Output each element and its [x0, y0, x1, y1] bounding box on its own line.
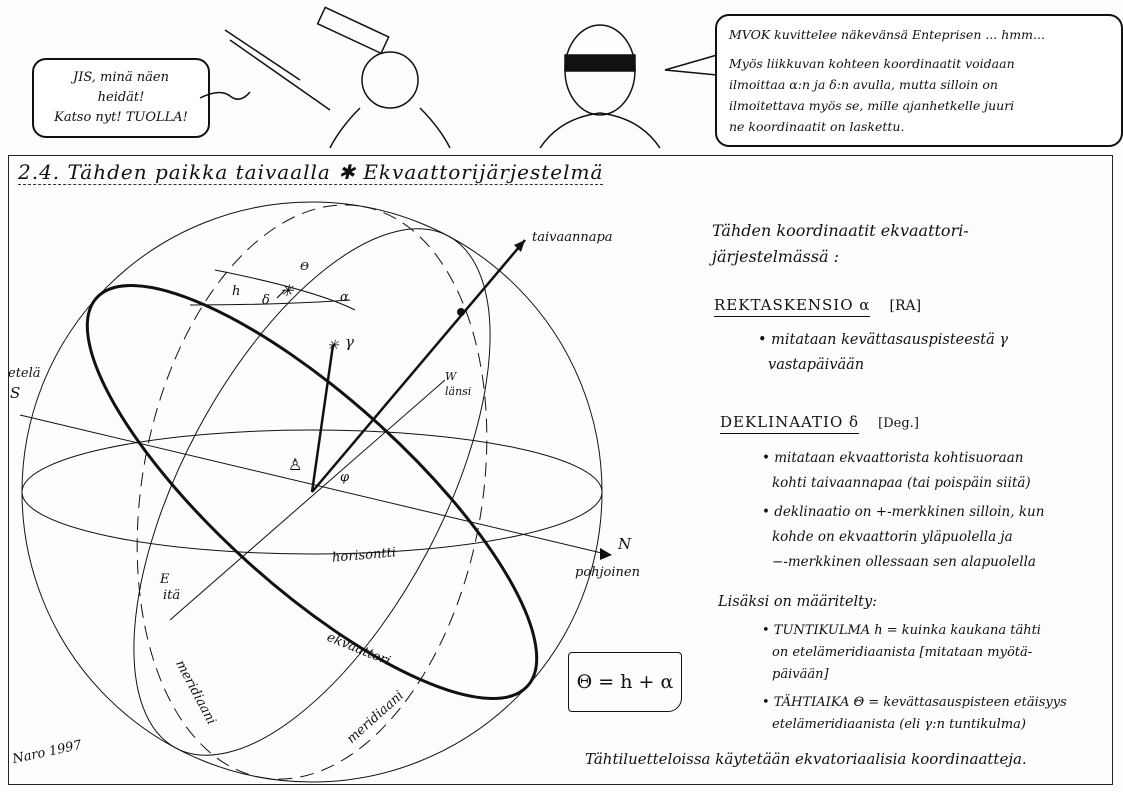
equator-ellipse — [85, 284, 539, 700]
dec-bullet: • deklinaatio on +-merkkinen silloin, ku… — [762, 504, 1045, 520]
observer-icon: ♙ — [288, 455, 302, 474]
bubble-line: ilmoittaa α:n ja δ:n avulla, mutta sillo… — [729, 77, 998, 92]
south-letter: S — [10, 384, 21, 402]
dec-bullet: −-merkkinen ollessaan sen alapuolella — [772, 554, 1036, 570]
north-arrowhead — [600, 548, 612, 560]
east-label: itä — [163, 588, 181, 603]
south-label: etelä — [8, 366, 41, 381]
ra-heading: REKTASKENSIO α — [714, 296, 871, 317]
extra-bullet: päivään] — [772, 667, 829, 682]
pole-intersection — [457, 308, 465, 316]
east-letter: E — [160, 572, 170, 587]
pole-arrowhead — [514, 240, 525, 252]
polar-axis — [311, 239, 526, 493]
character-with-telescope — [224, 6, 451, 149]
dec-heading-row: DEKLINAATIO δ [Deg.] — [720, 412, 919, 434]
dec-bullet: kohde on ekvaattorin yläpuolella ja — [772, 529, 1013, 545]
left-speech-bubble: JIS, minä näen heidät! Katso nyt! TUOLLA… — [32, 58, 210, 138]
vernal-vector — [310, 344, 335, 493]
formula: Θ = h + α — [576, 671, 674, 693]
latitude-label: φ — [340, 470, 350, 485]
page-title: 2.4. Tähden paikka taivaalla ✱ Ekvaattor… — [18, 160, 604, 185]
bubble-tail — [199, 91, 251, 100]
bubble-line: heidät! — [97, 90, 145, 105]
notes-intro: Tähden koordinaatit ekvaattori- järjeste… — [712, 218, 969, 270]
notes-line: järjestelmässä : — [712, 247, 839, 266]
extra-bullet: • TÄHTIAIKA Θ = kevättasauspisteen etäis… — [762, 695, 1067, 710]
south-north-line — [19, 414, 611, 556]
character-with-sunglasses — [539, 24, 661, 149]
section-frame — [8, 155, 1113, 785]
formula-note: Θ = h + α — [568, 652, 682, 712]
horizon-ellipse — [21, 429, 603, 555]
west-label: länsi — [445, 385, 472, 398]
extra-heading: Lisäksi on määritelty: — [718, 594, 878, 610]
sidereal-arc — [214, 269, 356, 311]
right-speech-bubble: MVOK kuvittelee näkevänsä Enteprisen ...… — [715, 14, 1123, 147]
north-label: pohjoinen — [575, 565, 640, 580]
ra-bullet: vastapäivään — [768, 357, 865, 373]
vernal-point-icon: ✳ — [327, 338, 340, 354]
extra-bullet: etelämeridiaanista (eli γ:n tuntikulma) — [772, 717, 1026, 732]
bubble-line: Myös liikkuvan kohteen koordinaatit void… — [729, 56, 1015, 71]
hour-circle — [136, 204, 488, 780]
meridian-ellipse — [133, 228, 491, 756]
dec-label: δ — [262, 293, 270, 308]
hour-angle-label: h — [232, 284, 241, 299]
ra-bullet: • mitataan kevättasauspisteestä γ — [758, 332, 1008, 348]
vernal-label: γ — [345, 333, 354, 351]
hour-angle-arc — [189, 299, 351, 306]
dec-bullet: • mitataan ekvaattorista kohtisuoraan — [762, 450, 1024, 466]
bubble-tail — [664, 54, 718, 76]
pole-label: taivaannapa — [532, 230, 613, 245]
east-west-line — [169, 379, 446, 621]
star-icon: ✳ — [280, 281, 295, 300]
dec-bullet: kohti taivaannapaa (tai poispäin siitä) — [772, 475, 1031, 491]
extra-bullet: • TUNTIKULMA h = kuinka kaukana tähti — [762, 623, 1041, 638]
dec-bullets: • mitataan ekvaattorista kohtisuoraan ko… — [762, 446, 1044, 575]
bubble-line: ne koordinaatit on laskettu. — [729, 119, 905, 134]
dec-unit: [Deg.] — [878, 416, 919, 431]
bubble-line: Katso nyt! TUOLLA! — [54, 110, 188, 125]
ra-unit: [RA] — [889, 298, 922, 314]
extra-bullet: on etelämeridiaanista [mitataan myötä- — [772, 645, 1033, 660]
west-letter: W — [445, 370, 457, 383]
bubble-line: MVOK kuvittelee näkevänsä Enteprisen ...… — [729, 27, 1045, 42]
sidereal-label: Θ — [300, 260, 310, 273]
dec-heading: DEKLINAATIO δ — [720, 413, 860, 434]
notes-line: Tähden koordinaatit ekvaattori- — [712, 221, 969, 240]
bubble-line: JIS, minä näen — [73, 70, 169, 85]
north-letter: N — [618, 535, 632, 553]
ra-heading-row: REKTASKENSIO α [RA] — [714, 295, 922, 317]
ra-bullets: • mitataan kevättasauspisteestä γ vastap… — [758, 328, 1008, 378]
ra-label: α — [340, 290, 349, 305]
extra-bullets: • TUNTIKULMA h = kuinka kaukana tähti on… — [762, 620, 1067, 736]
footer-note: Tähtiluetteloissa käytetään ekvatoriaali… — [585, 750, 1027, 768]
bubble-line: ilmoitettava myös se, mille ajanhetkelle… — [729, 98, 1015, 113]
